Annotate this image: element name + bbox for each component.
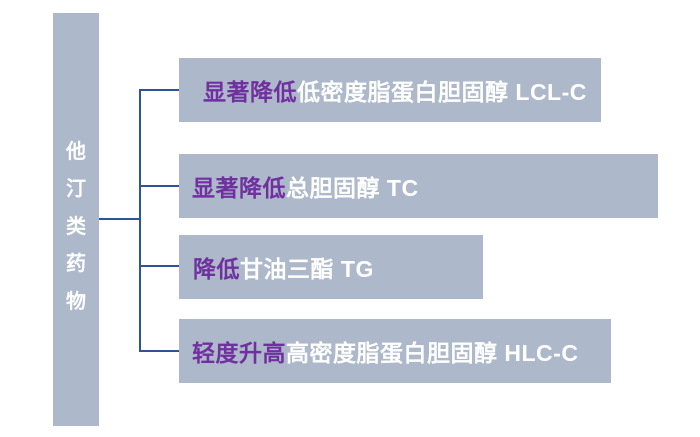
root-node-statins: 他 汀 类 药 物 bbox=[53, 13, 99, 426]
root-label-char: 药 bbox=[66, 253, 86, 276]
branch-highlight-text: 轻度升高 bbox=[192, 340, 286, 366]
branch-rest-text: 低密度脂蛋白胆固醇 LCL-C bbox=[297, 79, 587, 105]
branch-rest-text: 总胆固醇 TC bbox=[286, 175, 419, 201]
connector-root-to-trunk bbox=[99, 218, 139, 220]
root-node-label: 他 汀 类 药 物 bbox=[53, 133, 99, 321]
connector-branch-3 bbox=[139, 265, 179, 267]
connector-branch-2 bbox=[139, 185, 179, 187]
branch-box-lcl-c: 显著降低低密度脂蛋白胆固醇 LCL-C bbox=[179, 58, 601, 122]
branch-rest-text: 甘油三酯 TG bbox=[240, 256, 374, 282]
branch-highlight-text: 降低 bbox=[193, 256, 240, 282]
root-label-char: 物 bbox=[66, 290, 86, 313]
branch-highlight-text: 显著降低 bbox=[192, 175, 286, 201]
root-label-char: 他 bbox=[66, 140, 86, 163]
branch-highlight-text: 显著降低 bbox=[203, 79, 297, 105]
connector-trunk bbox=[139, 89, 141, 352]
branch-rest-text: 高密度脂蛋白胆固醇 HLC-C bbox=[286, 340, 579, 366]
branch-box-hlc-c: 轻度升高高密度脂蛋白胆固醇 HLC-C bbox=[179, 319, 611, 383]
root-label-char: 类 bbox=[66, 215, 86, 238]
branch-box-tg: 降低甘油三酯 TG bbox=[179, 235, 483, 299]
branch-box-tc: 显著降低总胆固醇 TC bbox=[179, 154, 658, 218]
connector-branch-4 bbox=[139, 350, 179, 352]
root-label-char: 汀 bbox=[66, 178, 86, 201]
connector-branch-1 bbox=[139, 89, 179, 91]
